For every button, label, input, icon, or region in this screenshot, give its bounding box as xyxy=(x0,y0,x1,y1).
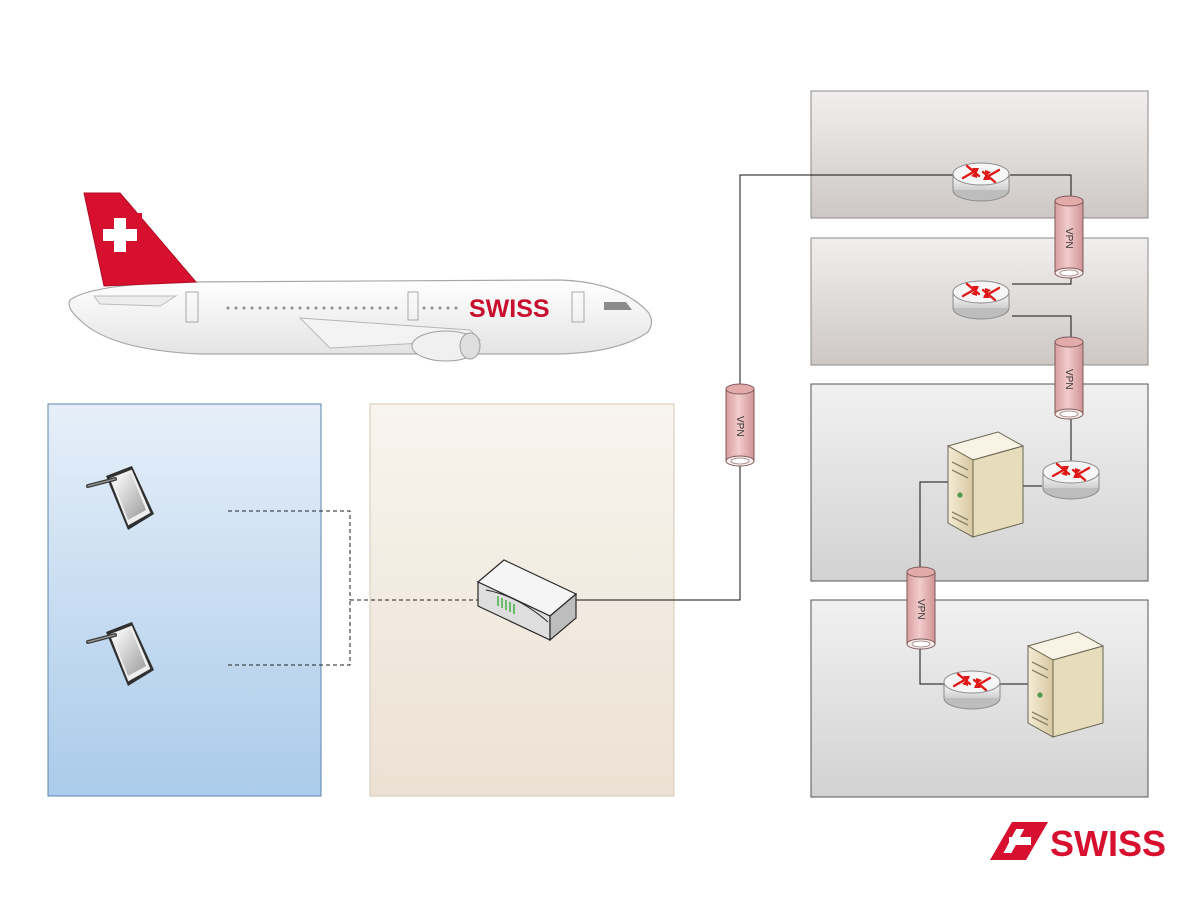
onboard-router-icon xyxy=(476,559,578,642)
vpn-tunnel-1: VPN xyxy=(725,383,755,467)
swiss-logo-text: SWISS xyxy=(1050,823,1166,864)
vpn-tunnel-3: VPN xyxy=(1054,336,1084,420)
tablet-zone-panel xyxy=(47,403,322,797)
router-icon-3 xyxy=(1041,459,1101,501)
server-icon-1 xyxy=(947,431,1024,538)
vpn-label-2: VPN xyxy=(1063,228,1074,249)
vpn-label-4: VPN xyxy=(915,599,926,620)
swiss-logo: SWISS xyxy=(990,822,1166,864)
server-icon-2 xyxy=(1027,631,1104,738)
aircraft-livery-text: SWISS xyxy=(469,295,550,323)
vpn-label-3: VPN xyxy=(1063,369,1074,390)
router-icon-1 xyxy=(951,161,1011,203)
vpn-tunnel-2: VPN xyxy=(1054,195,1084,279)
router-icon-2 xyxy=(951,279,1011,321)
router-icon-4 xyxy=(942,669,1002,711)
aircraft-illustration: SWISS xyxy=(68,192,653,362)
vpn-label-1: VPN xyxy=(734,416,745,437)
vpn-tunnel-4: VPN xyxy=(906,566,936,650)
